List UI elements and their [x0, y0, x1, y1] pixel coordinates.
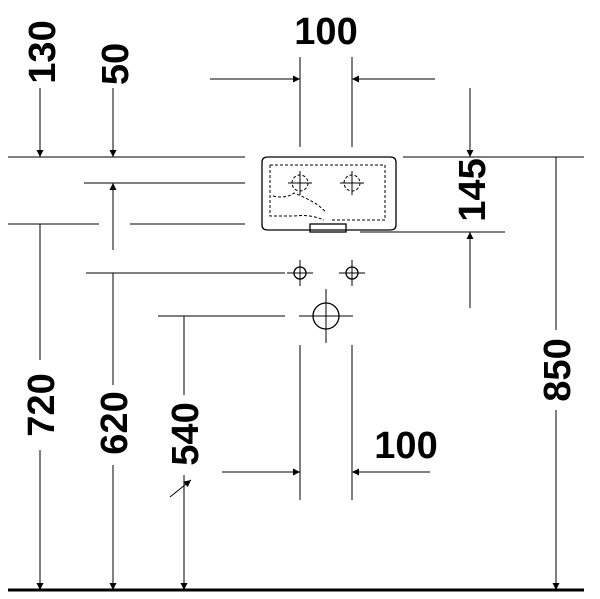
dimension-top-width-label: 100 [294, 11, 357, 53]
dimension-arrows [36, 75, 560, 590]
dimension-bottom-width-label: 100 [374, 425, 437, 467]
label-gaps [22, 330, 574, 475]
supply-connection-right [339, 260, 365, 286]
waste-connection [299, 289, 353, 343]
supply-connection-left [287, 260, 313, 286]
dimension-145-label: 145 [452, 158, 494, 221]
dimension-540-label: 540 [165, 402, 207, 465]
dimension-720-label: 720 [21, 373, 63, 436]
dimension-620-label: 620 [94, 391, 136, 454]
washbasin [261, 156, 397, 233]
dimension-50-label: 50 [95, 43, 137, 85]
dimension-130-label: 130 [22, 20, 64, 83]
dimension-850-label: 850 [537, 338, 579, 401]
